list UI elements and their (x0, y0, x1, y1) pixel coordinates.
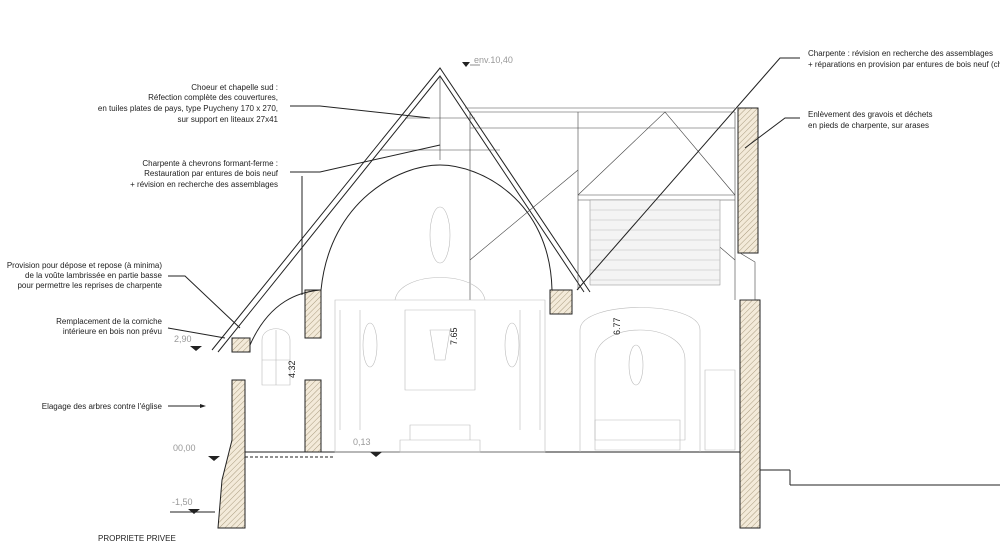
level-nave: 0,13 (353, 437, 371, 447)
annotation-line: Remplacement de la corniche (56, 317, 162, 326)
retable (261, 206, 736, 453)
annotation-line: en tuiles plates de pays, type Puycheny … (98, 104, 278, 113)
annotation-line: Enlèvement des gravois et déchets (808, 110, 933, 119)
annotation-line: sur support en liteaux 27x41 (177, 115, 278, 124)
level-ground: -1,50 (172, 497, 193, 507)
svg-text:sur support en liteaux 27x41: sur support en liteaux 27x41 (177, 115, 278, 124)
annotation-line: pour permettre les reprises de charpente (17, 281, 162, 290)
footer-label: PROPRIETE PRIVEE (98, 534, 176, 543)
roof (211, 67, 736, 353)
annotation-line: Provision pour dépose et repose (à minim… (7, 261, 163, 270)
svg-text:Réfection complète des couvert: Réfection complète des couvertures, (148, 93, 278, 102)
annotation-line: Elagage des arbres contre l'église (42, 402, 163, 411)
dimension-chapel: 6.77 (612, 317, 622, 335)
level-markers (188, 62, 470, 514)
annotation-line: Choeur et chapelle sud : (191, 83, 278, 92)
level-eave: 2,90 (174, 334, 192, 344)
dimension-side-window: 4.32 (287, 360, 297, 378)
annotation-line: Charpente à chevrons formant-ferme : (142, 159, 278, 168)
level-floor: 00,00 (173, 443, 196, 453)
annotation-line: + réparations en provision par entures d… (808, 60, 1000, 69)
walls (217, 107, 761, 529)
svg-text:Choeur et chapelle sud :: Choeur et chapelle sud : (191, 83, 278, 92)
ceiling-boards (589, 199, 721, 286)
annotation-line: de la voûte lambrissée en partie basse (25, 271, 163, 280)
level-top: env.10,40 (474, 55, 513, 65)
leader-lines (167, 57, 800, 408)
svg-text:en tuiles plates de pays, type: en tuiles plates de pays, type Puycheny … (98, 104, 278, 113)
annotation-line: en pieds de charpente, sur arases (808, 121, 929, 130)
dimension-altar: 7.65 (449, 327, 459, 345)
annotation-line: + révision en recherche des assemblages (130, 180, 278, 189)
annotation-line: Restauration par entures de bois neuf (144, 169, 279, 178)
annotation-line: intérieure en bois non prévu (63, 327, 162, 336)
annotation-line: Charpente : révision en recherche des as… (808, 49, 993, 58)
annotation-line: Réfection complète des couvertures, (148, 93, 278, 102)
floor-and-ground (170, 451, 1000, 513)
